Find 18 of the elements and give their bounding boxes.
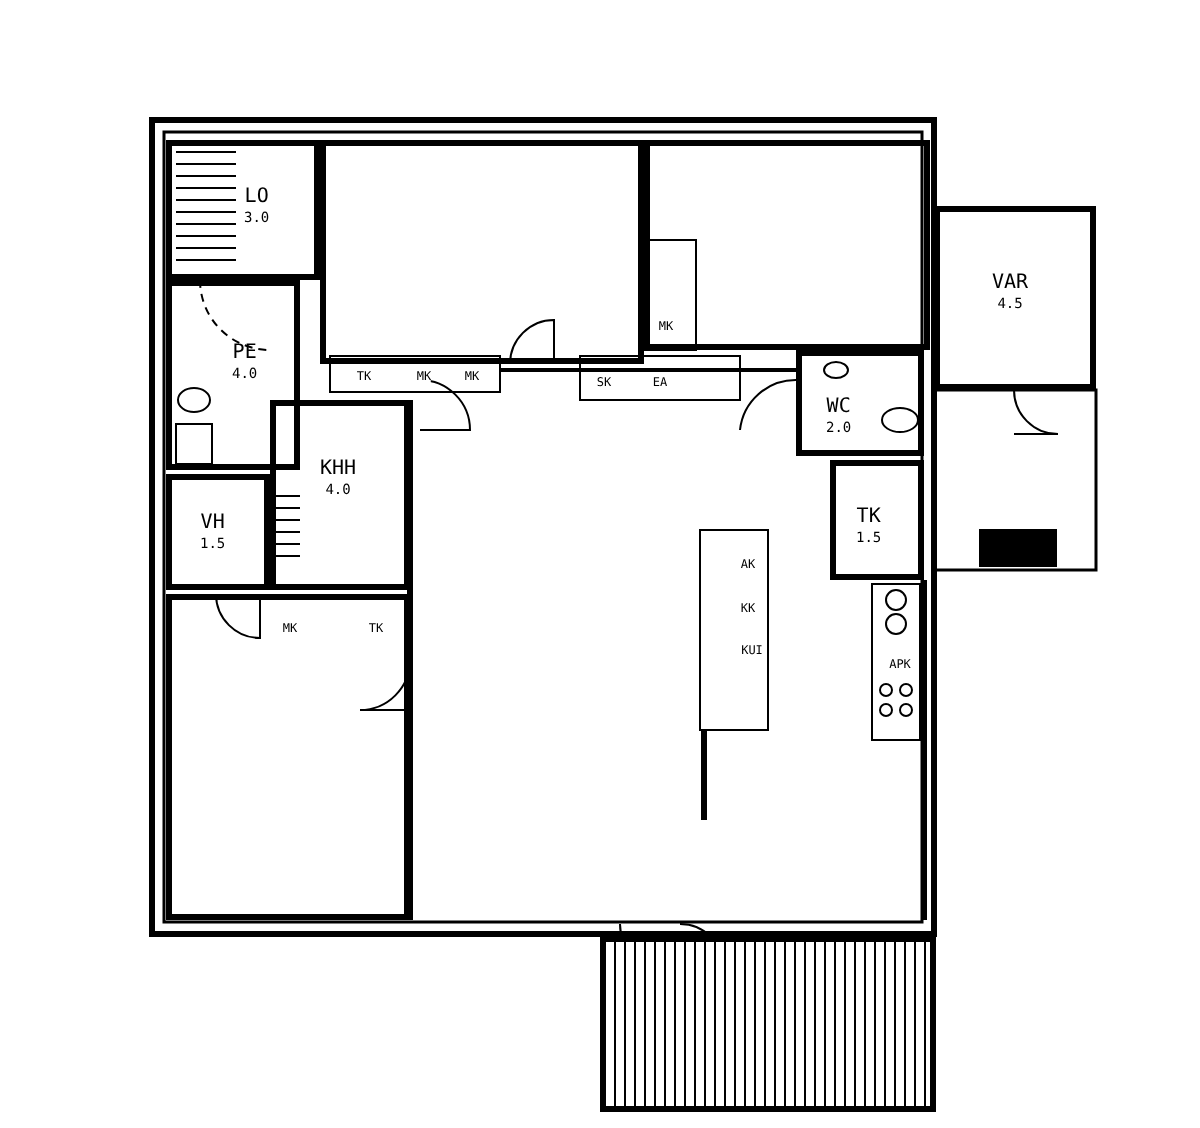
room-outline xyxy=(796,350,924,456)
room-outline xyxy=(934,206,1096,390)
room-name: VH xyxy=(200,512,225,535)
room-name: LO xyxy=(244,186,269,209)
room-name: TK xyxy=(856,506,881,529)
terrace-deck xyxy=(600,936,936,1112)
room-outline xyxy=(166,280,300,470)
room-outline xyxy=(644,140,930,350)
room-outline xyxy=(270,400,410,590)
room-name: VAR xyxy=(992,272,1029,295)
room-name: WC xyxy=(826,396,851,419)
room-name: PE xyxy=(232,342,257,365)
room-outline xyxy=(166,474,270,590)
room-outline xyxy=(320,140,644,364)
room-name: KHH xyxy=(320,458,357,481)
room-outline xyxy=(166,140,320,280)
room-outline xyxy=(166,594,410,920)
room-outline xyxy=(830,460,924,580)
